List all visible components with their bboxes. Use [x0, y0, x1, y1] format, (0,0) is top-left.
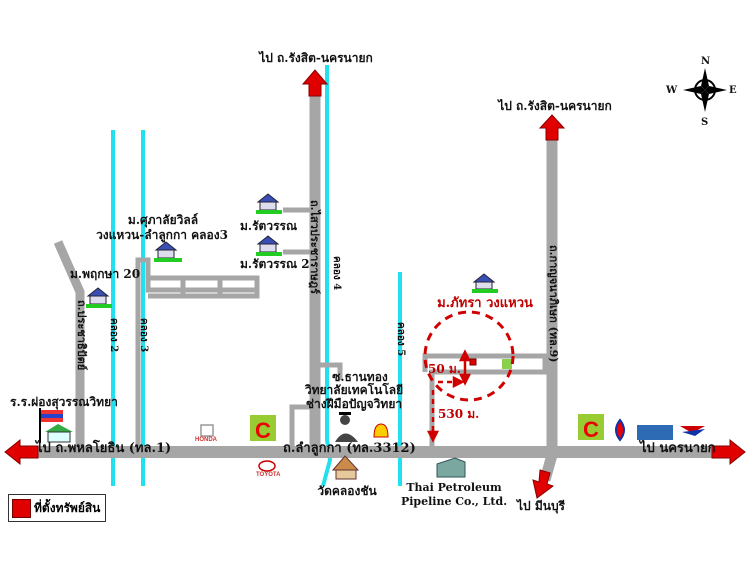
legend-property-swatch	[12, 498, 31, 518]
right-vertical-road	[539, 140, 558, 482]
compass-w: W	[666, 85, 678, 96]
property-road	[422, 353, 548, 448]
college-label: วิทยาลัยเทคโนโลยี	[304, 383, 404, 397]
canal-5-label: คลอง 5	[395, 322, 406, 357]
ratchawan2-label: ม.รัตวรรณ 2	[240, 257, 310, 271]
ratchawan-road	[283, 207, 310, 255]
house-icon-ratchawan	[256, 193, 282, 214]
direction-west: ไป ถ.พหลโยธิน (ทล.1)	[36, 441, 172, 456]
compass-e: E	[729, 85, 737, 96]
pipeline-label: Thai Petroleum	[406, 481, 502, 494]
temple-icon	[331, 455, 360, 480]
graduate-icon	[335, 412, 358, 442]
ptt-logo	[615, 418, 625, 442]
left-road-label: ถ.ประชาธิปัตย์	[75, 300, 88, 371]
canal-2-label: คลอง 2	[108, 318, 119, 353]
target-project-label: ม.ภัทรา วงแหวน	[437, 296, 533, 311]
honda-text: HONDA	[195, 437, 217, 443]
property-location-marker	[469, 358, 477, 366]
svg-text:C: C	[255, 418, 271, 443]
house-icon-target	[472, 273, 498, 293]
main-road-label: ถ.ลำลูกกา (ทล.3312)	[283, 441, 416, 456]
arrow-west	[4, 438, 39, 466]
house-icon-pruksa	[86, 287, 112, 308]
bank-logo	[637, 425, 673, 440]
house-icon-supalai	[154, 241, 182, 262]
property-radius	[423, 310, 515, 402]
compass-s: S	[701, 117, 709, 128]
college-label-2: ช่างฝีมือปัญจวิทยา	[305, 397, 403, 411]
thaipost-logo	[680, 426, 705, 436]
distance-530-label: 530 ม.	[438, 407, 480, 421]
right-road-label: ถ.กาญจนาภิเษก (ทล.9)	[547, 245, 560, 363]
toyota-text: TOYOTA	[256, 472, 281, 478]
canal-4-label: คลอง 4	[331, 256, 342, 291]
school-icon	[39, 408, 73, 443]
mid-road-label: ถ.ไสวประชาราษฎร์	[308, 200, 321, 294]
bigc-logo: C	[250, 415, 276, 443]
canal-3-label: คลอง 3	[138, 318, 149, 353]
college-road	[289, 362, 343, 448]
supalai-label-2: วงแหวน-ลำลูกกา คลอง3	[96, 228, 228, 242]
honda-logo	[200, 424, 214, 437]
bigc-logo-2: C	[578, 414, 604, 442]
pipeline-label-2: Pipeline Co., Ltd.	[400, 495, 508, 508]
temple-label: วัดคลองชัน	[317, 484, 377, 498]
svg-text:C: C	[583, 417, 599, 442]
arrow-south	[532, 469, 555, 499]
compass-icon	[683, 68, 727, 112]
compass-n: N	[701, 56, 711, 67]
legend-label: ที่ตั้งทรัพย์สิน	[34, 500, 101, 515]
direction-north-mid: ไป ถ.รังสิต-นครนายก	[259, 51, 373, 65]
direction-east: ไป นครนายก	[640, 441, 716, 456]
direction-south: ไป มีนบุรี	[517, 499, 566, 513]
direction-north-right: ไป ถ.รังสิต-นครนายก	[498, 99, 612, 113]
arrow-north-mid	[301, 69, 329, 97]
ratchawan-label: ม.รัตวรรณ	[240, 219, 298, 233]
soi-label: ซ.ธานทอง	[332, 370, 388, 384]
shell-logo	[373, 423, 389, 438]
pipeline-building-icon	[436, 457, 466, 478]
arrow-north-right	[538, 114, 566, 141]
distance-50-label: 50 ม.	[428, 362, 461, 376]
pruksa-label: ม.พฤกษา 20	[70, 267, 141, 281]
house-icon-ratchawan2	[256, 235, 282, 256]
arrow-east	[711, 438, 746, 466]
toyota-logo	[258, 460, 276, 472]
park-marker	[502, 359, 512, 369]
supalai-road	[135, 257, 260, 455]
legend: ที่ตั้งทรัพย์สิน	[8, 494, 106, 522]
supalai-label: ม.ศุภาลัยวิลล์	[127, 213, 199, 227]
left-vertical-road	[53, 240, 85, 452]
school-label: ร.ร.ผ่องสุวรรณวิทยา	[10, 395, 118, 409]
